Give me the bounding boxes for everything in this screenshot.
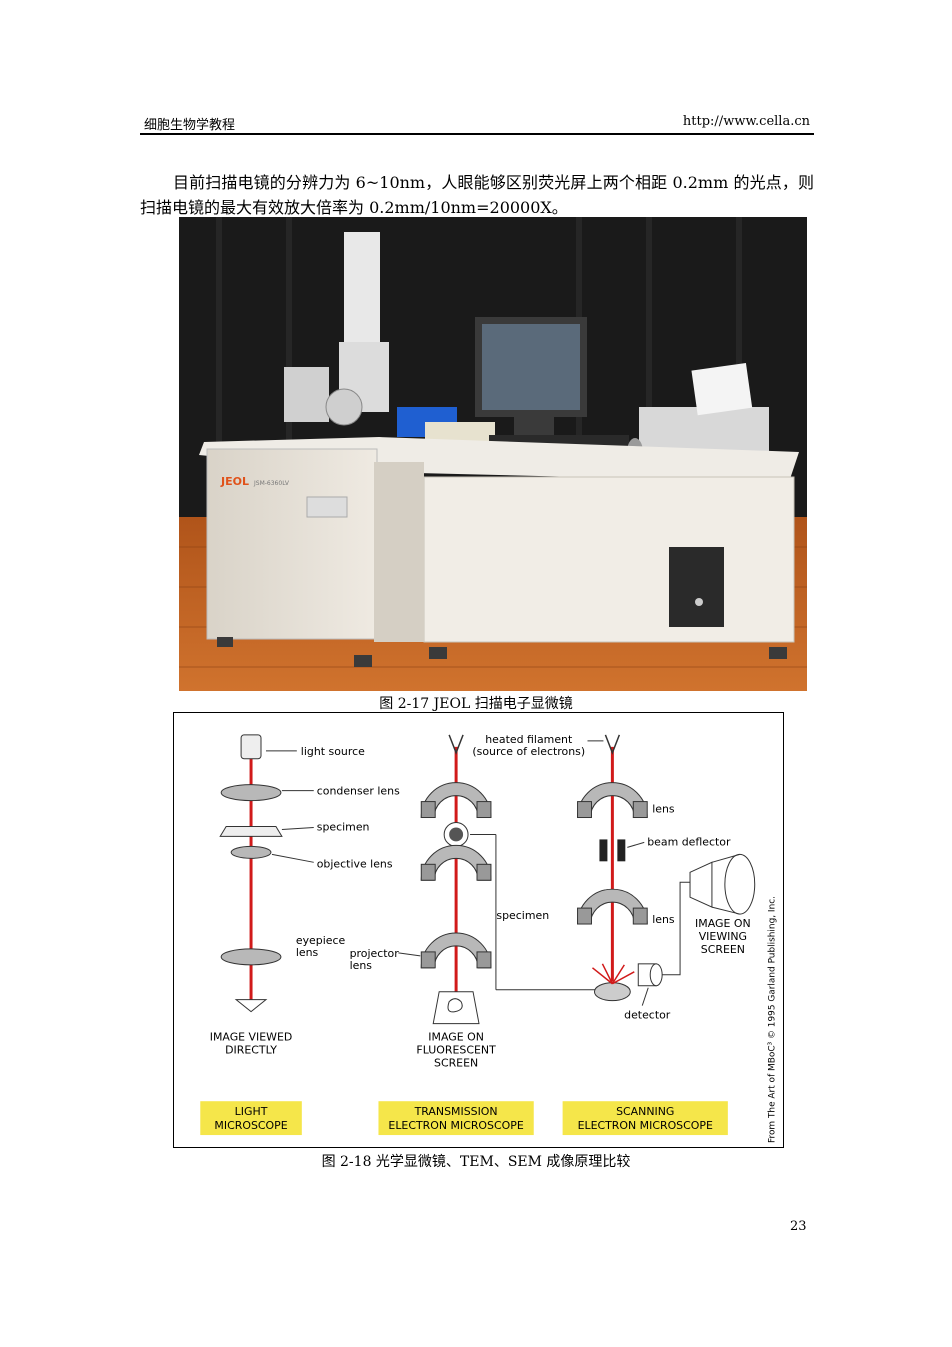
label-image-fluor-2: FLUORESCENT bbox=[416, 1043, 496, 1056]
transmission-electron-microscope: heated filament (source of electrons) pr… bbox=[350, 733, 585, 1136]
label-objective-lens: objective lens bbox=[317, 857, 393, 870]
viewing-screen-tube bbox=[689, 861, 713, 908]
diagram-credit: From The Art of MBoC³ © 1995 Garland Pub… bbox=[768, 896, 778, 1143]
label-image-view-3: SCREEN bbox=[701, 943, 745, 956]
label-eyepiece-2: lens bbox=[296, 946, 319, 959]
jeol-sem-photo: JEOL JSM-6360LV bbox=[179, 217, 807, 691]
sem-specimen bbox=[593, 982, 631, 1002]
label-tem-1: TRANSMISSION bbox=[414, 1105, 498, 1118]
header-url: http://www.cella.cn bbox=[682, 114, 810, 129]
label-sem-2: ELECTRON MICROSCOPE bbox=[578, 1119, 713, 1132]
label-beam-deflector: beam deflector bbox=[647, 835, 731, 848]
beam-deflector-right bbox=[617, 839, 626, 862]
page-number: 23 bbox=[790, 1219, 807, 1234]
label-image-viewed-1: IMAGE VIEWED bbox=[210, 1030, 293, 1043]
body-paragraph: 目前扫描电镜的分辨力为 6~10nm，人眼能够区别荧光屏上两个相距 0.2mm … bbox=[140, 170, 814, 220]
eye-icon bbox=[234, 999, 268, 1013]
microscope-comparison-diagram: light source condenser lens specimen obj… bbox=[173, 712, 784, 1148]
label-light-source: light source bbox=[301, 745, 365, 758]
model-label: JSM-6360LV bbox=[253, 480, 290, 487]
label-image-fluor-3: SCREEN bbox=[434, 1056, 478, 1069]
sem-filament-icon bbox=[604, 734, 621, 755]
light-microscope: light source condenser lens specimen obj… bbox=[200, 734, 400, 1136]
label-projector-2: lens bbox=[350, 959, 373, 972]
label-heated-filament-1: heated filament bbox=[485, 733, 573, 746]
label-sem-1: SCANNING bbox=[616, 1105, 674, 1118]
label-lens-bottom: lens bbox=[652, 913, 675, 926]
condenser-lens bbox=[220, 784, 282, 802]
sem-label-box bbox=[562, 1101, 728, 1136]
header-title: 细胞生物学教程 bbox=[144, 118, 236, 133]
label-image-fluor-1: IMAGE ON bbox=[428, 1030, 484, 1043]
label-image-view-1: IMAGE ON bbox=[695, 917, 751, 930]
tem-filament-icon bbox=[448, 734, 464, 755]
objective-lens bbox=[230, 845, 272, 859]
label-image-viewed-2: DIRECTLY bbox=[225, 1043, 277, 1056]
label-heated-filament-2: (source of electrons) bbox=[472, 745, 585, 758]
figure2-caption: 图 2-18 光学显微镜、TEM、SEM 成像原理比较 bbox=[321, 1154, 631, 1170]
brand-logo: JEOL bbox=[220, 475, 249, 488]
paragraph-text: 目前扫描电镜的分辨力为 6~10nm，人眼能够区别荧光屏上两个相距 0.2mm … bbox=[140, 173, 814, 217]
eyepiece-lens bbox=[220, 948, 282, 966]
label-image-view-2: VIEWING bbox=[699, 930, 747, 943]
scanning-electron-microscope: lens beam deflector lens detector IMAGE … bbox=[562, 734, 756, 1136]
page-header: 细胞生物学教程 http://www.cella.cn bbox=[140, 113, 814, 135]
label-tem-2: ELECTRON MICROSCOPE bbox=[388, 1119, 523, 1132]
label-lens-top: lens bbox=[652, 803, 675, 816]
light-bulb-icon bbox=[240, 734, 262, 760]
specimen-slide bbox=[219, 825, 283, 837]
label-condenser-lens: condenser lens bbox=[317, 785, 400, 798]
beam-deflector-left bbox=[599, 839, 608, 862]
tem-label-box bbox=[378, 1101, 534, 1136]
viewing-screen-icon bbox=[724, 853, 756, 915]
label-eyepiece-1: eyepiece bbox=[296, 934, 346, 947]
label-projector-1: projector bbox=[350, 947, 400, 960]
figure1-caption: 图 2-17 JEOL 扫描电子显微镜 bbox=[379, 696, 573, 712]
label-detector: detector bbox=[624, 1009, 671, 1022]
label-specimen-tem: specimen bbox=[496, 909, 549, 922]
label-light-micro-2: MICROSCOPE bbox=[214, 1119, 287, 1132]
light-microscope-label-box bbox=[200, 1101, 302, 1136]
label-light-micro-1: LIGHT bbox=[235, 1105, 268, 1118]
label-specimen-light: specimen bbox=[317, 820, 370, 833]
